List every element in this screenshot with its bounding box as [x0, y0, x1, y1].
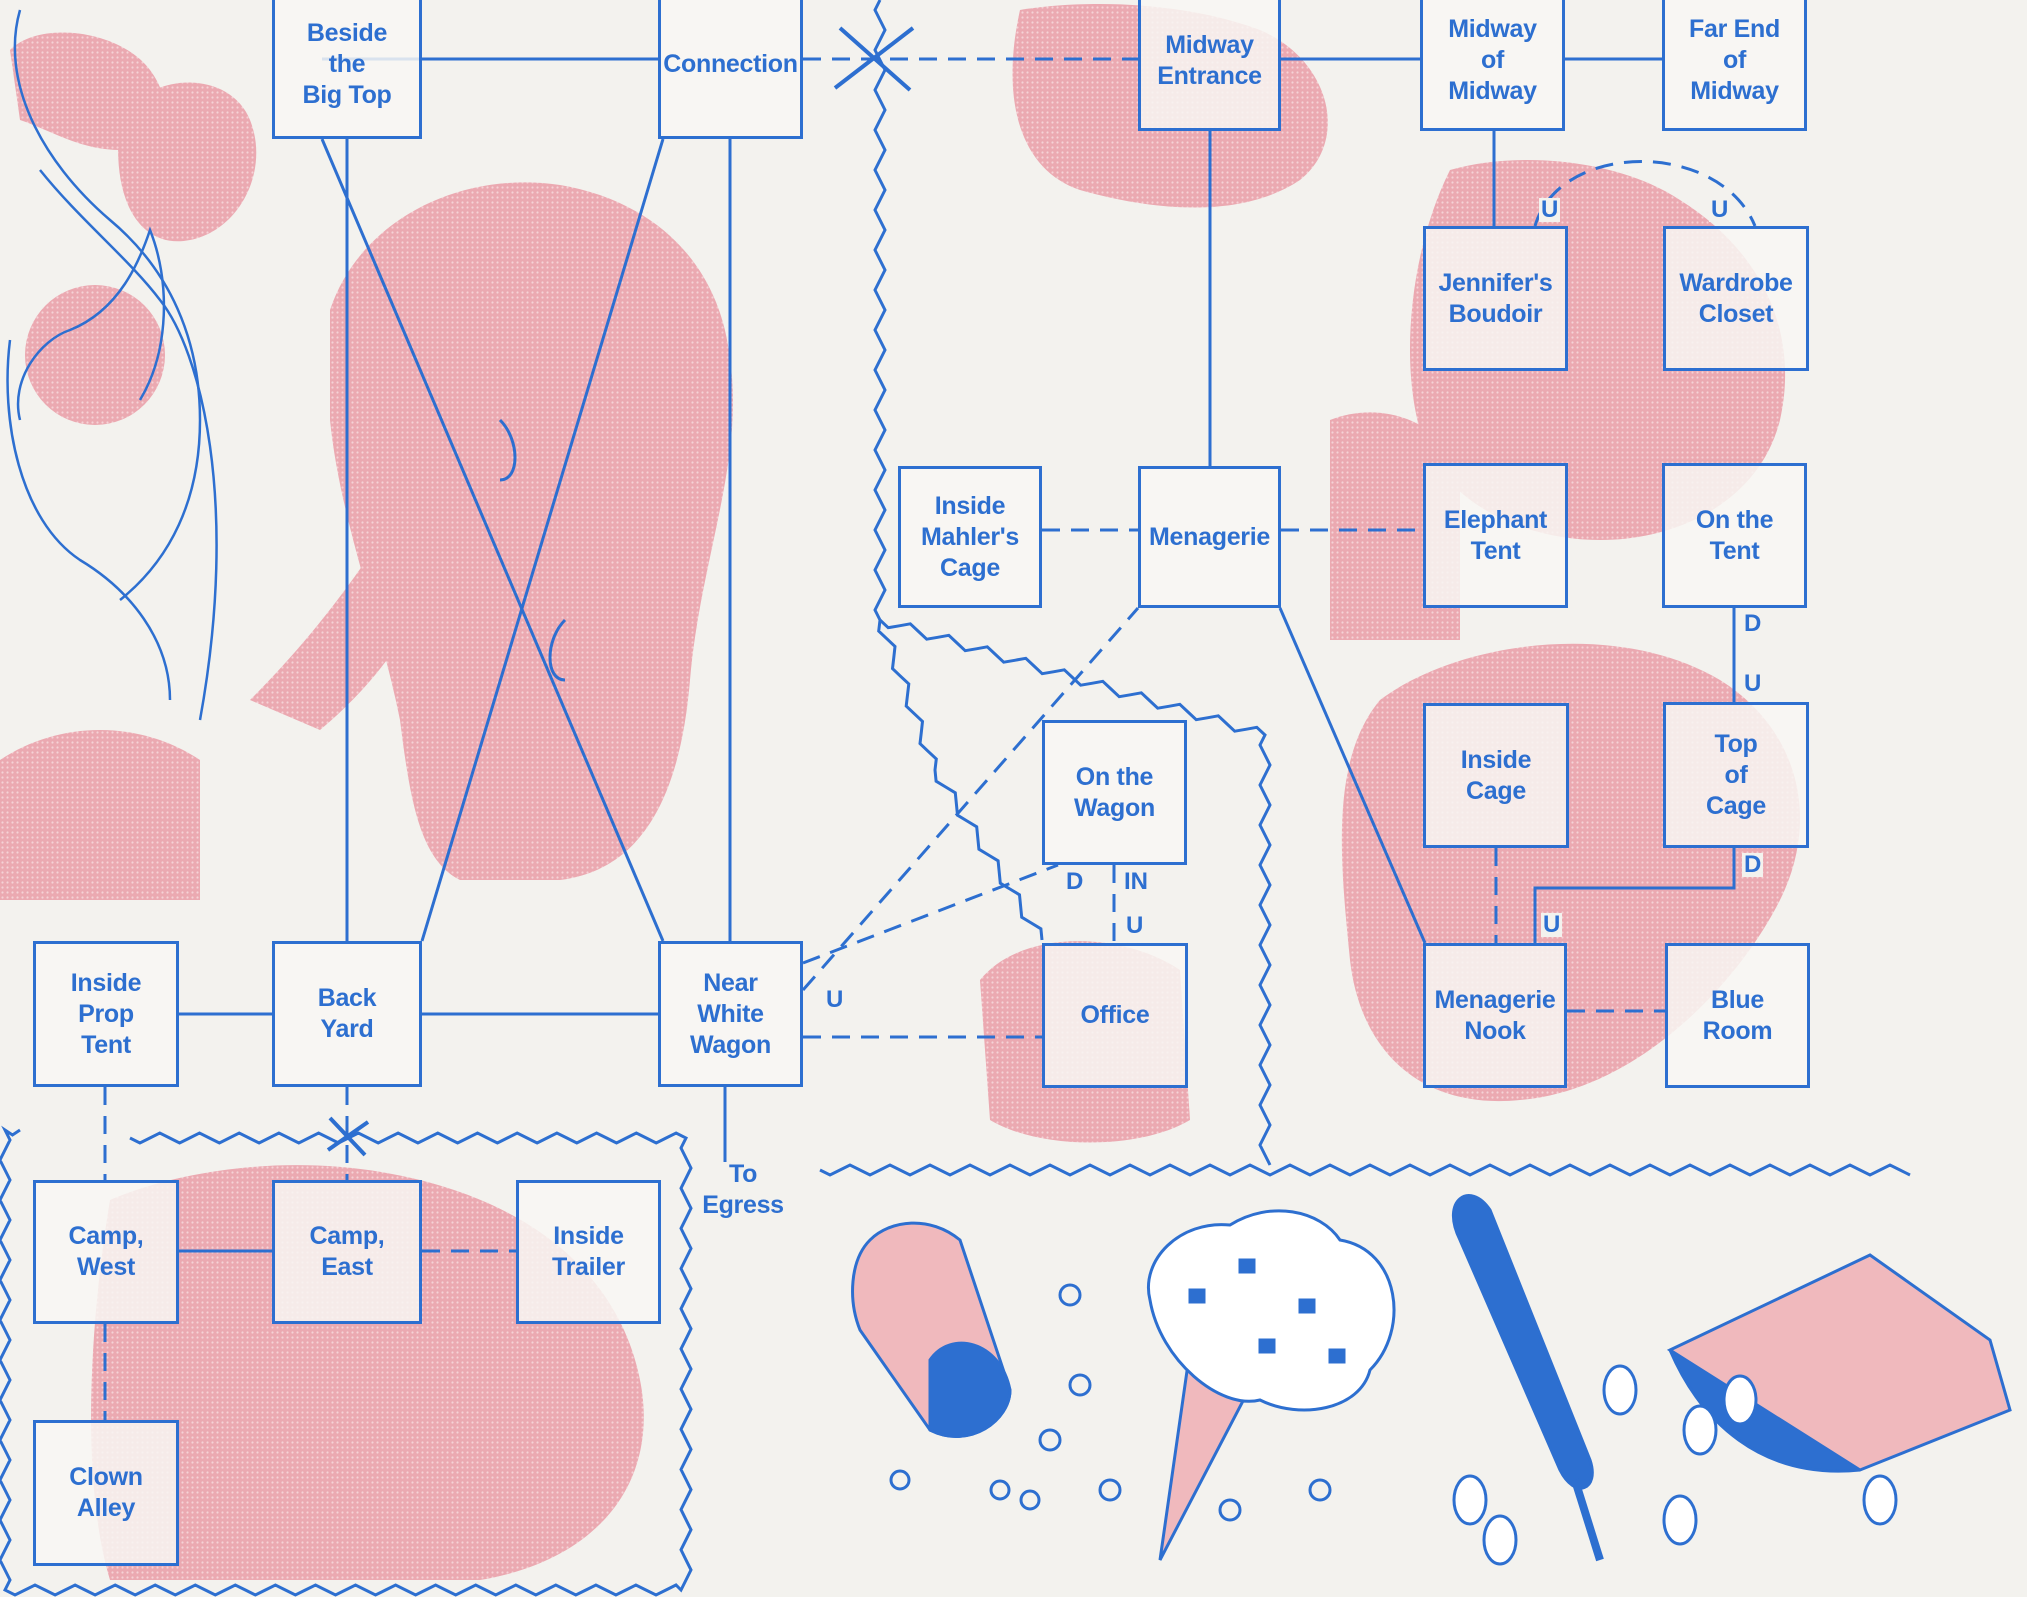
popcorn-cup-icon: [853, 1223, 1120, 1509]
exit-label-u-office: U: [1124, 914, 1145, 938]
exit-label-d-top-of-cage: D: [1742, 853, 1763, 877]
left-lower-silhouette: [0, 730, 200, 900]
zigzag-wall-center: [875, 0, 885, 620]
room-on-the-wagon[interactable]: On the Wagon: [1042, 720, 1187, 865]
exit-label-d-on-wagon: D: [1064, 870, 1085, 894]
room-beside-the-big-top[interactable]: Beside the Big Top: [272, 0, 422, 139]
room-midway-entrance[interactable]: Midway Entrance: [1138, 0, 1281, 131]
exit-label-u-top-of-cage: U: [1742, 672, 1763, 696]
room-blue-room[interactable]: Blue Room: [1665, 943, 1810, 1088]
room-camp-east[interactable]: Camp, East: [272, 1180, 422, 1324]
room-connection[interactable]: Connection: [658, 0, 803, 139]
zigzag-wall-bottom: [820, 1165, 1910, 1175]
zigzag-wall-step: [879, 620, 1042, 940]
exit-label-u-jennifer: U: [1539, 198, 1560, 222]
elephant-big-silhouette: [330, 182, 733, 880]
room-office[interactable]: Office: [1042, 943, 1188, 1088]
room-near-white-wagon[interactable]: Near White Wagon: [658, 941, 803, 1087]
room-elephant-tent[interactable]: Elephant Tent: [1423, 463, 1568, 608]
room-jennifers-boudoir[interactable]: Jennifer's Boudoir: [1423, 226, 1568, 371]
exit-label-u-wardrobe: U: [1709, 198, 1730, 222]
room-on-the-tent[interactable]: On the Tent: [1662, 463, 1807, 608]
room-wardrobe-closet[interactable]: Wardrobe Closet: [1663, 226, 1809, 371]
connection-nww-onwagon: [803, 865, 1058, 963]
room-clown-alley[interactable]: Clown Alley: [33, 1420, 179, 1566]
ice-cream-cone-icon: [1148, 1211, 1394, 1560]
exit-label-in-on-wagon: IN: [1122, 870, 1150, 894]
room-top-of-cage[interactable]: Top of Cage: [1663, 702, 1809, 848]
room-inside-cage[interactable]: Inside Cage: [1423, 703, 1569, 848]
room-to-egress[interactable]: To Egress: [693, 1157, 793, 1223]
exit-label-d-on-tent: D: [1742, 612, 1763, 636]
exit-label-u-menagerie-nook: U: [1541, 913, 1562, 937]
room-far-end-of-midway[interactable]: Far End of Midway: [1662, 0, 1807, 131]
room-inside-mahlers-cage[interactable]: Inside Mahler's Cage: [898, 466, 1042, 608]
room-inside-trailer[interactable]: Inside Trailer: [516, 1180, 661, 1324]
balloon-left-silhouette: [25, 285, 165, 425]
room-back-yard[interactable]: Back Yard: [272, 941, 422, 1087]
room-camp-west[interactable]: Camp, West: [33, 1180, 179, 1324]
clown-head-silhouette: [118, 83, 256, 242]
exit-label-u-near-white-wagon: U: [824, 988, 845, 1012]
room-menagerie[interactable]: Menagerie: [1138, 466, 1281, 608]
room-midway-of-midway[interactable]: Midway of Midway: [1420, 0, 1565, 131]
room-menagerie-nook[interactable]: Menagerie Nook: [1423, 943, 1567, 1088]
room-inside-prop-tent[interactable]: Inside Prop Tent: [33, 941, 179, 1087]
